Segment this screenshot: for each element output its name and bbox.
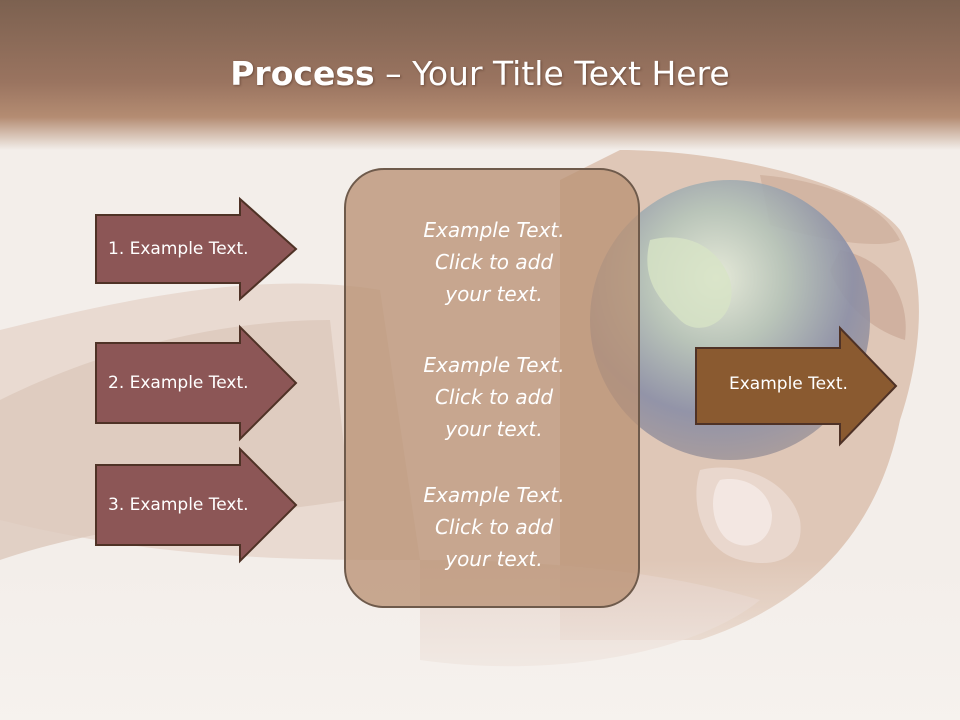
center-block-3-line-2: Click to add: [434, 515, 554, 539]
center-block-3-line-1: Example Text.: [423, 483, 565, 507]
center-block-3: Example Text. Click to add your text.: [346, 479, 642, 575]
left-arrow-1-shape: [95, 196, 298, 302]
right-arrow: Example Text.: [695, 325, 900, 447]
right-arrow-shape: [695, 325, 898, 447]
title-band: [0, 0, 960, 150]
center-block-1-line-2: Click to add: [434, 250, 554, 274]
center-block-1-line-1: Example Text.: [423, 218, 565, 242]
left-arrow-1-label: 1. Example Text.: [108, 239, 249, 259]
left-arrow-2: 2. Example Text.: [95, 324, 300, 442]
center-text-box: Example Text. Click to add your text. Ex…: [344, 168, 640, 608]
center-block-1: Example Text. Click to add your text.: [346, 214, 642, 310]
left-arrow-2-shape: [95, 324, 298, 442]
right-arrow-label: Example Text.: [729, 374, 848, 394]
left-arrow-3-shape: [95, 446, 298, 564]
center-block-2: Example Text. Click to add your text.: [346, 349, 642, 445]
center-block-2-line-2: Click to add: [434, 385, 554, 409]
center-block-1-line-3: your text.: [445, 282, 543, 306]
left-arrow-2-label: 2. Example Text.: [108, 373, 249, 393]
left-arrow-3: 3. Example Text.: [95, 446, 300, 564]
title-bold: Process: [230, 54, 375, 93]
left-arrow-3-label: 3. Example Text.: [108, 495, 249, 515]
slide-title: Process – Your Title Text Here: [0, 52, 960, 96]
title-rest: – Your Title Text Here: [374, 54, 730, 93]
left-arrow-1: 1. Example Text.: [95, 196, 300, 302]
center-block-2-line-1: Example Text.: [423, 353, 565, 377]
center-block-3-line-3: your text.: [445, 547, 543, 571]
center-block-2-line-3: your text.: [445, 417, 543, 441]
